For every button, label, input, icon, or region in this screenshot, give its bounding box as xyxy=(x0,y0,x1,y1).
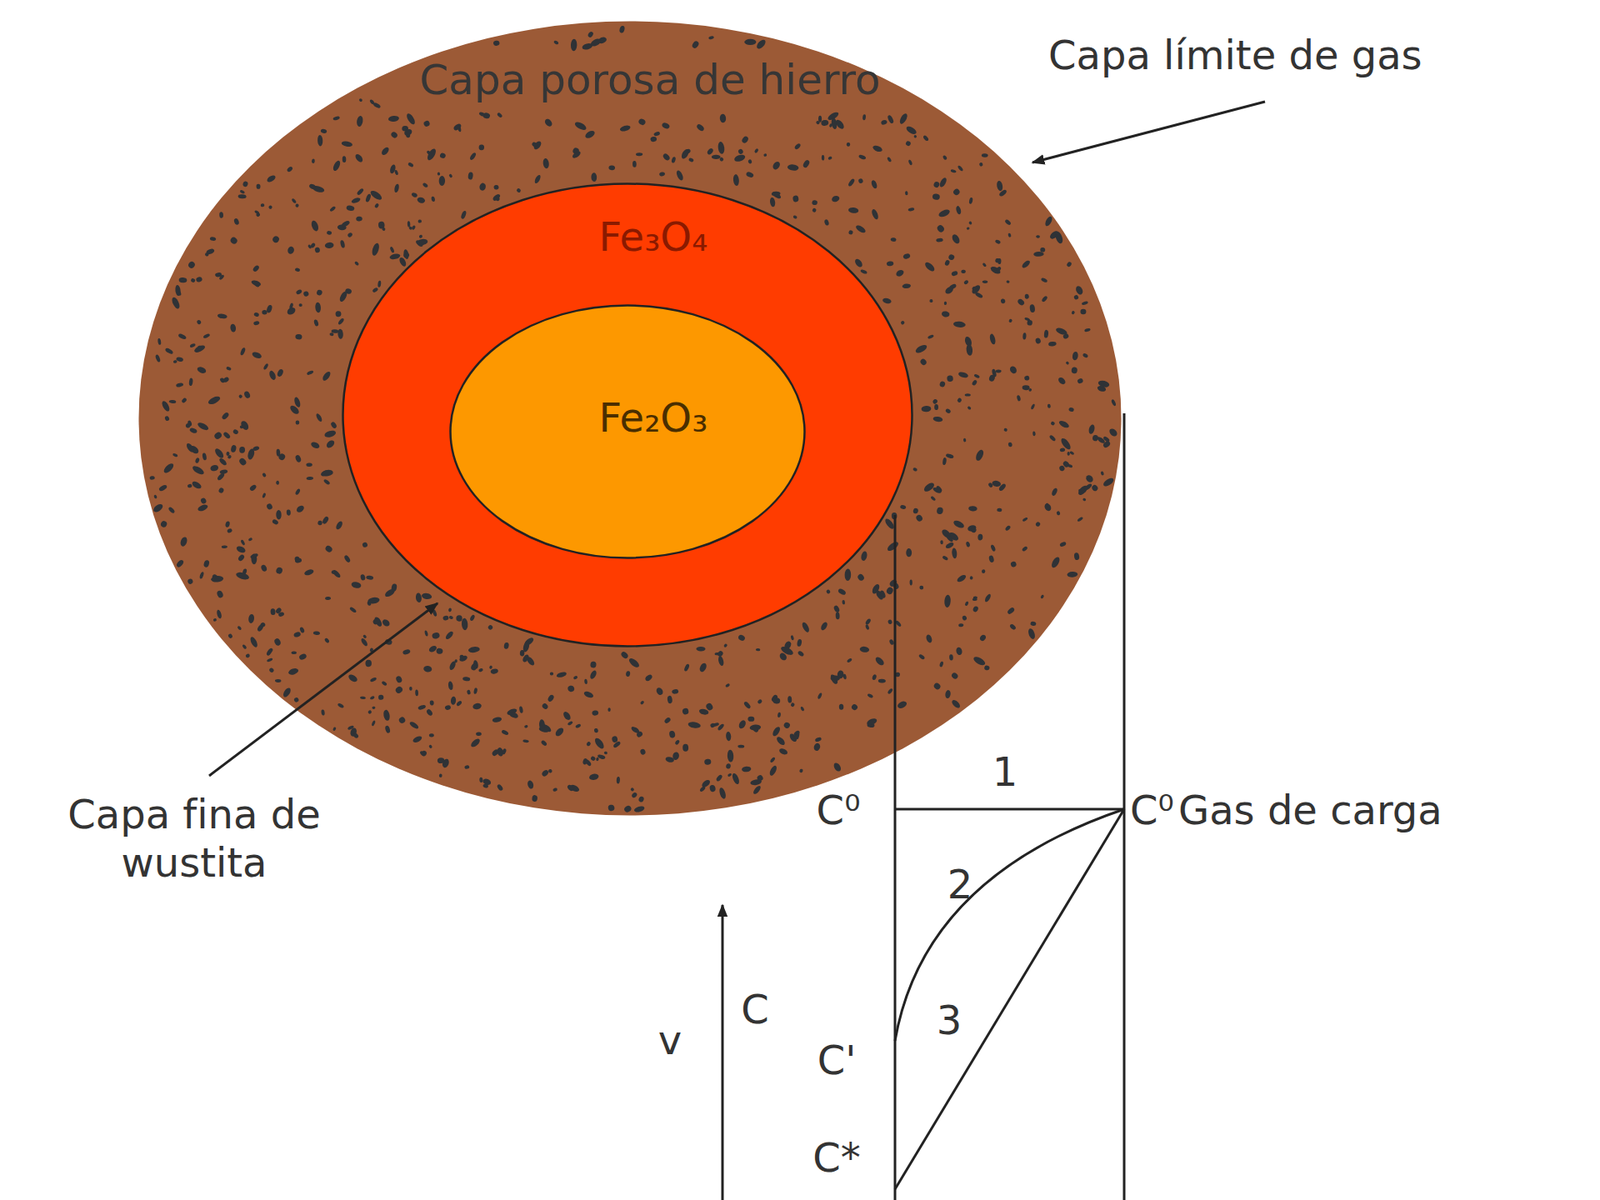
concentration-symbol: C⁰ xyxy=(1130,786,1175,835)
gas-label: Gas de carga xyxy=(1178,786,1443,835)
axis-arrow xyxy=(721,905,725,1200)
layer-label: Capa porosa de hierro xyxy=(408,55,892,105)
gas-boundary-label: Capa límite de gas xyxy=(1048,31,1423,80)
wustite-label: Capa fina de wustita xyxy=(19,790,370,887)
profile-number: 1 xyxy=(992,748,1019,797)
magnetite-layer-fill xyxy=(343,184,913,647)
profile-number: 2 xyxy=(947,860,974,910)
profile-line-3 xyxy=(895,809,1125,1190)
hematite-core: Fe₂O₃ xyxy=(449,304,806,560)
pore-texture xyxy=(149,25,1119,814)
concentration-symbol: C' xyxy=(817,1036,857,1085)
axis-label: C xyxy=(740,985,770,1035)
magnetite-layer: Fe₃O₄ Fe₂O₃ xyxy=(341,182,914,648)
profile-curve-2 xyxy=(895,809,1125,1041)
porous-iron-layer-fill xyxy=(139,21,1122,816)
layer-label: Fe₂O₃ xyxy=(599,394,709,443)
concentration-symbol: C* xyxy=(812,1134,861,1183)
profile-number: 3 xyxy=(936,996,963,1045)
concentration-symbol: C⁰ xyxy=(816,786,861,835)
boundary-line xyxy=(1123,413,1126,1200)
profile-line-1 xyxy=(895,808,1125,811)
porous-iron-layer: Capa porosa de hierroFe₃O₄ Fe₂O₃ xyxy=(137,20,1123,817)
layer-label: Fe₃O₄ xyxy=(599,213,709,262)
leader-line xyxy=(1032,101,1265,163)
hematite-core-fill xyxy=(450,305,805,559)
axis-label: v xyxy=(658,1016,682,1065)
